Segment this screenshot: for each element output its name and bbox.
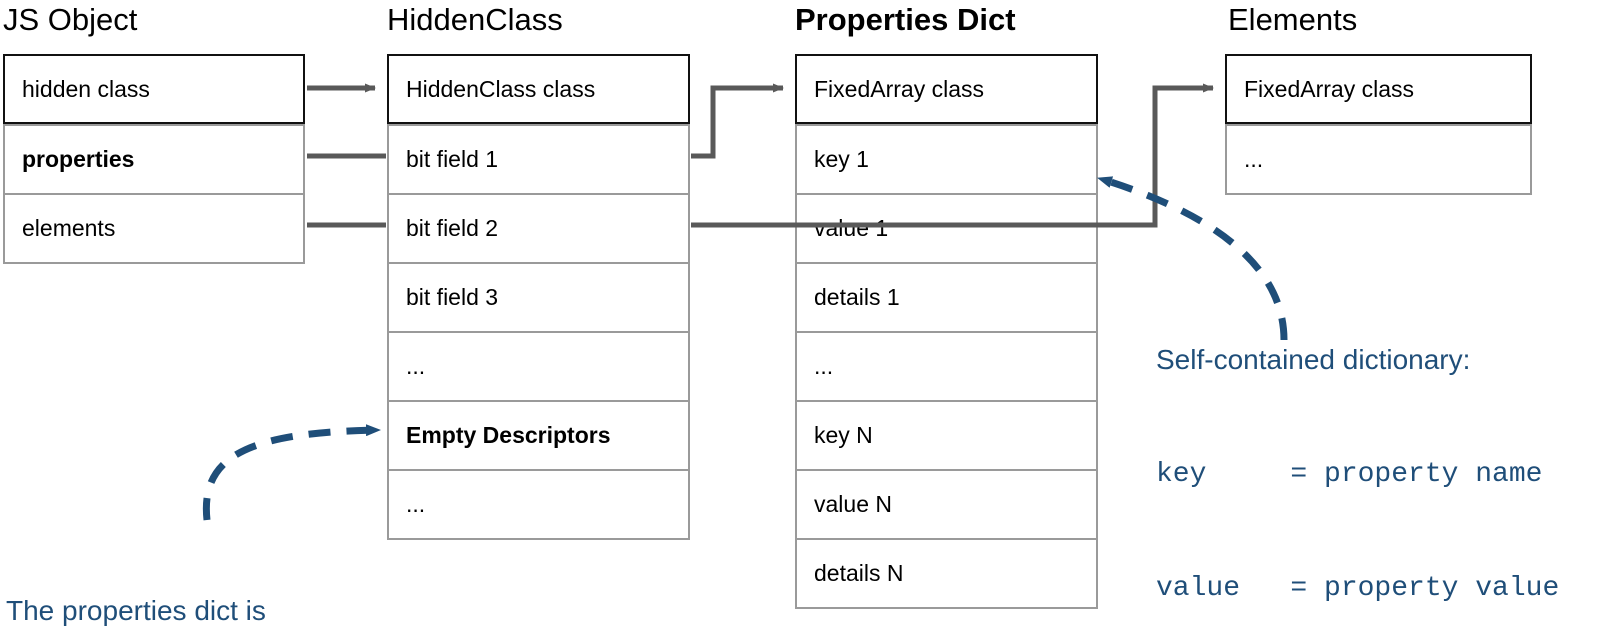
row-hiddenclass-ellipsis-2[interactable]: ... xyxy=(389,469,688,538)
row-label: value N xyxy=(814,491,892,517)
row-label: bit field 1 xyxy=(406,146,499,172)
wire-properties-to-properties-dict xyxy=(691,83,784,159)
row-elements[interactable]: elements xyxy=(5,193,303,262)
row-properties-ellipsis[interactable]: ... xyxy=(797,331,1096,400)
annotation-right-heading: Self-contained dictionary: xyxy=(1156,344,1471,375)
annotation-right-line-key: key = property name xyxy=(1156,459,1543,490)
row-details-n[interactable]: details N xyxy=(797,538,1096,607)
row-label: HiddenClass class xyxy=(406,75,596,102)
row-label: ... xyxy=(406,491,426,517)
row-label: details N xyxy=(814,560,904,586)
row-hidden-class[interactable]: hidden class xyxy=(3,54,305,124)
row-label: key N xyxy=(814,422,873,448)
row-label: FixedArray class xyxy=(1244,75,1414,102)
row-bit-field-1[interactable]: bit field 1 xyxy=(389,124,688,193)
column-header-elements: Elements xyxy=(1228,2,1358,37)
row-empty-descriptors[interactable]: Empty Descriptors xyxy=(389,400,688,469)
struct-elements: FixedArray class ... xyxy=(1225,54,1532,195)
row-label: value 1 xyxy=(814,215,889,241)
struct-hiddenclass: HiddenClass class bit field 1 bit field … xyxy=(387,54,690,540)
row-value-1[interactable]: value 1 xyxy=(797,193,1096,262)
annotation-right-line-value: value = property value xyxy=(1156,573,1560,604)
row-fixedarray-class-properties[interactable]: FixedArray class xyxy=(795,54,1098,124)
row-details-1[interactable]: details 1 xyxy=(797,262,1096,331)
column-header-js-object: JS Object xyxy=(3,2,138,37)
row-bit-field-3[interactable]: bit field 3 xyxy=(389,262,688,331)
row-elements-ellipsis[interactable]: ... xyxy=(1227,124,1530,193)
row-label: ... xyxy=(406,353,426,379)
row-label: ... xyxy=(814,353,834,379)
row-fixedarray-class-elements[interactable]: FixedArray class xyxy=(1225,54,1532,124)
row-label: hidden class xyxy=(22,75,150,102)
row-hiddenclass-ellipsis-1[interactable]: ... xyxy=(389,331,688,400)
row-hiddenclass-class[interactable]: HiddenClass class xyxy=(387,54,690,124)
row-bit-field-2[interactable]: bit field 2 xyxy=(389,193,688,262)
row-label: ... xyxy=(1244,146,1264,172)
row-label: Empty Descriptors xyxy=(406,422,611,448)
row-label: elements xyxy=(22,215,116,241)
row-label: bit field 3 xyxy=(406,284,499,310)
row-label: bit field 2 xyxy=(406,215,499,241)
column-header-hiddenclass: HiddenClass xyxy=(387,2,563,37)
row-label: properties xyxy=(22,146,135,172)
row-label: FixedArray class xyxy=(814,75,984,102)
row-key-n[interactable]: key N xyxy=(797,400,1096,469)
row-label: key 1 xyxy=(814,146,869,172)
column-header-properties-dict: Properties Dict xyxy=(795,2,1016,37)
annotation-left-note: The properties dict is self-contained an… xyxy=(6,516,618,636)
annotation-right-note: key = property name value = property val… xyxy=(1156,380,1559,636)
row-key-1[interactable]: key 1 xyxy=(797,124,1096,193)
row-label: details 1 xyxy=(814,284,900,310)
callout-arrow-self-contained-dict xyxy=(1096,174,1288,341)
row-properties[interactable]: properties xyxy=(5,124,303,193)
callout-arrow-empty-descriptors xyxy=(202,424,381,521)
row-value-n[interactable]: value N xyxy=(797,469,1096,538)
struct-js-object: hidden class properties elements xyxy=(3,54,305,264)
annotation-left-line-1: The properties dict is xyxy=(6,595,266,626)
struct-properties-dict: FixedArray class key 1 value 1 details 1… xyxy=(795,54,1098,609)
